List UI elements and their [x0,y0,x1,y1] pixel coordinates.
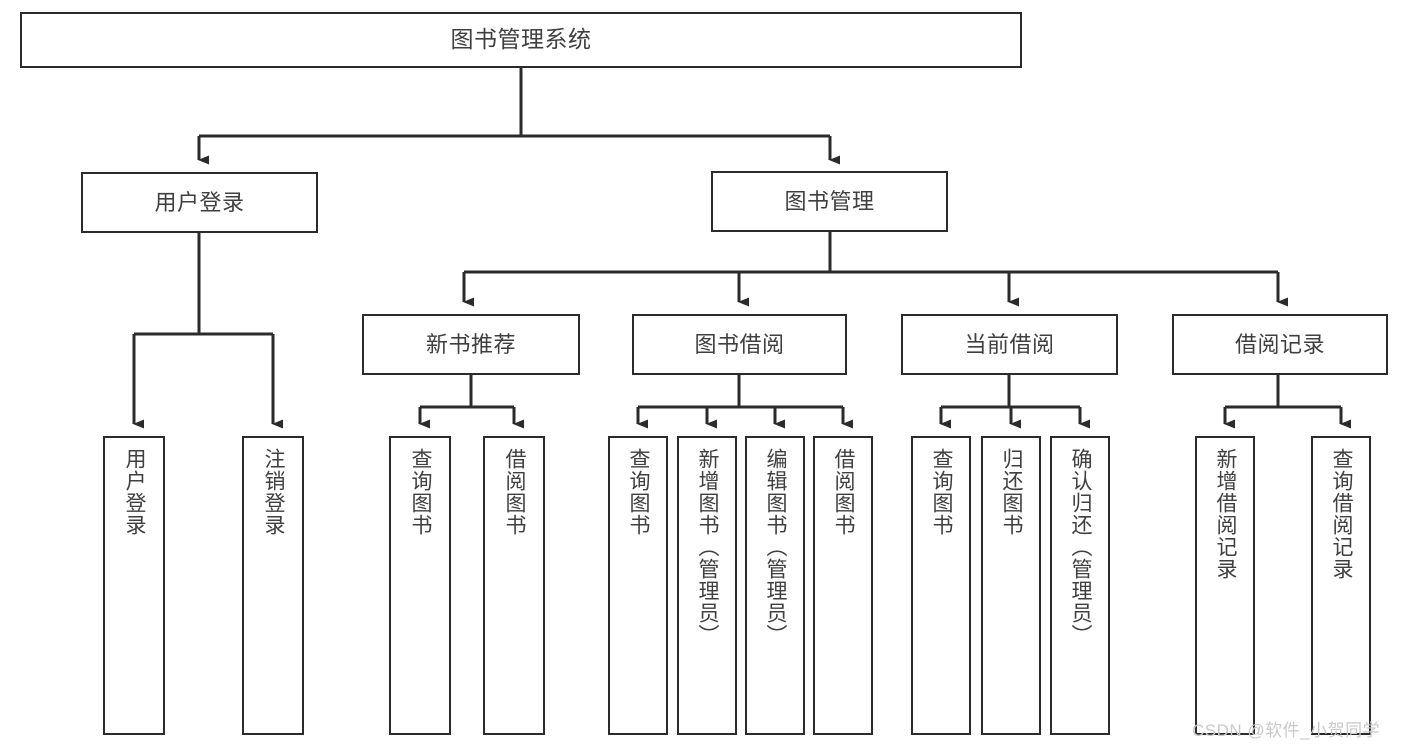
node-leaf-logout[interactable]: 注销登录 [242,436,304,735]
node-leaf-add-book-admin[interactable]: 新增图书（管理员） [677,436,737,735]
node-leaf-query-borrow-record[interactable]: 查询借阅记录 [1311,436,1371,735]
node-root-label: 图书管理系统 [450,26,592,53]
node-leaf-return-book[interactable]: 归还图书 [981,436,1041,735]
node-book-borrow[interactable]: 图书借阅 [632,314,847,375]
node-leaf-logout-label: 注销登录 [262,448,286,536]
edge-currentborrow-to-leaves [939,375,1090,429]
node-leaf-query-book-recommend-label: 查询图书 [409,448,433,536]
node-leaf-add-borrow-record[interactable]: 新增借阅记录 [1195,436,1255,735]
node-leaf-edit-book-admin-label: 编辑图书（管理员） [764,448,788,646]
node-new-book-recommend[interactable]: 新书推荐 [362,314,580,375]
node-user-login[interactable]: 用户登录 [81,172,318,233]
node-leaf-query-borrow-record-label: 查询借阅记录 [1330,448,1354,580]
node-root[interactable]: 图书管理系统 [20,12,1022,68]
node-leaf-borrow-book[interactable]: 借阅图书 [813,436,873,735]
node-leaf-query-book-current-label: 查询图书 [930,448,954,536]
node-leaf-edit-book-admin[interactable]: 编辑图书（管理员） [745,436,805,735]
node-leaf-add-book-admin-label: 新增图书（管理员） [696,448,720,646]
node-current-borrow-label: 当前借阅 [964,331,1055,357]
node-leaf-return-book-label: 归还图书 [1000,448,1024,536]
node-user-login-label: 用户登录 [154,189,245,215]
edge-bookborrow-to-leaves [636,375,853,429]
node-borrow-record-label: 借阅记录 [1234,331,1325,357]
node-leaf-query-book-borrow[interactable]: 查询图书 [608,436,668,735]
edge-bookmanage-to-level2 [462,232,1288,307]
node-leaf-borrow-book-label: 借阅图书 [832,448,856,536]
node-new-book-recommend-label: 新书推荐 [425,331,516,357]
csdn-watermark: CSDN @软件_小贺同学 [1192,721,1381,740]
edge-borrowrecord-to-leaves [1223,375,1351,429]
edge-newbook-to-leaves [418,375,524,429]
node-book-manage-label: 图书管理 [784,188,875,214]
node-leaf-borrow-book-recommend-label: 借阅图书 [503,448,527,536]
node-leaf-confirm-return-admin-label: 确认归还（管理员） [1069,448,1093,646]
edge-userlogin-to-leaves [132,233,283,429]
node-borrow-record[interactable]: 借阅记录 [1172,314,1388,375]
node-leaf-confirm-return-admin[interactable]: 确认归还（管理员） [1050,436,1110,735]
node-leaf-query-book-recommend[interactable]: 查询图书 [389,436,451,735]
node-book-manage[interactable]: 图书管理 [711,171,948,232]
node-leaf-query-book-current[interactable]: 查询图书 [911,436,971,735]
edge-root-to-level1 [197,68,840,165]
node-leaf-user-login[interactable]: 用户登录 [103,436,165,735]
node-leaf-add-borrow-record-label: 新增借阅记录 [1214,448,1238,580]
node-current-borrow[interactable]: 当前借阅 [901,314,1118,375]
node-leaf-query-book-borrow-label: 查询图书 [627,448,651,536]
node-leaf-borrow-book-recommend[interactable]: 借阅图书 [483,436,545,735]
node-book-borrow-label: 图书借阅 [694,331,785,357]
node-leaf-user-login-label: 用户登录 [123,448,147,536]
